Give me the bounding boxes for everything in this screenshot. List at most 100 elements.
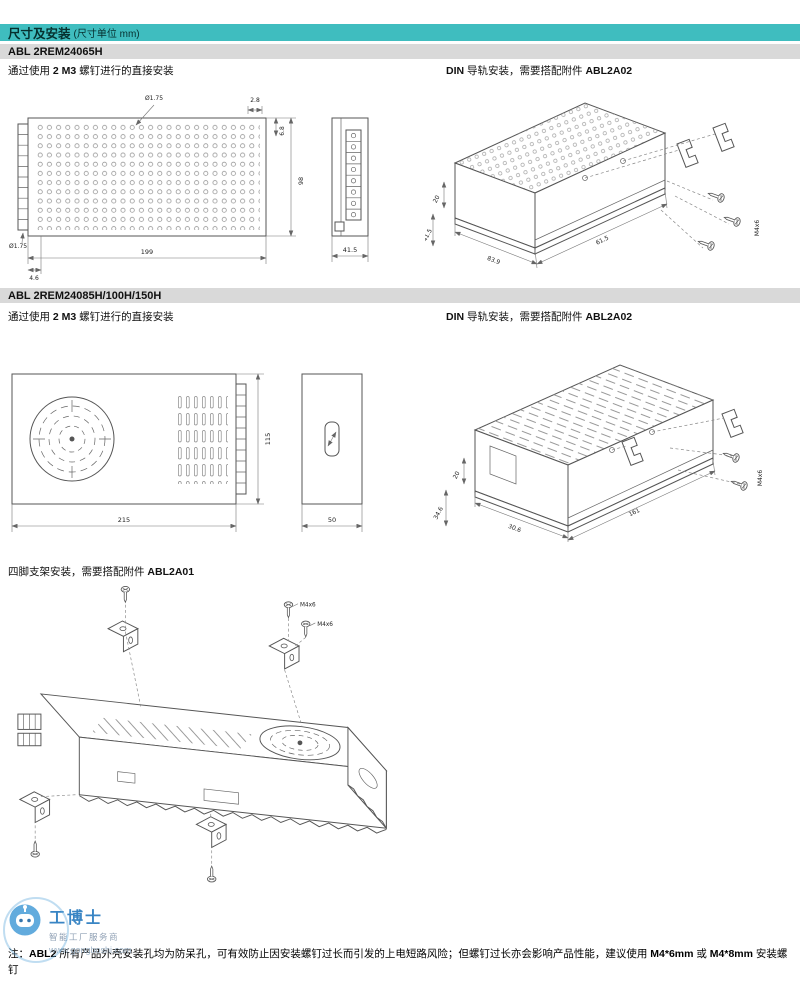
section1-front-view-drawing: 199 4.6 98 6.8 2.8 Ø1.75 Ø1.75 xyxy=(9,95,305,282)
dim-label: 20 xyxy=(452,470,462,480)
end-slot xyxy=(358,767,378,789)
screw-size-label: M4x6 xyxy=(317,622,333,628)
fan-grille xyxy=(259,725,341,761)
caption-bold: 2 M3 xyxy=(52,65,77,77)
page-title: 尺寸及安装 xyxy=(8,27,71,41)
dim-label: 41.5 xyxy=(425,228,434,243)
heatsink-fins-end xyxy=(347,784,387,829)
mounting-bracket xyxy=(19,791,51,823)
mount-hole xyxy=(609,447,615,453)
caption-bold: ABL2A02 xyxy=(585,311,633,323)
vent-slots-top xyxy=(91,717,252,749)
dim-depth-label: 41.5 xyxy=(343,246,357,254)
mount-hole xyxy=(649,429,655,435)
dimension-lines xyxy=(11,373,264,532)
watermark-url: www.gongboshi.com xyxy=(49,945,132,955)
section2-din-iso-drawing: 20 34.6 30.6 161 M4x6 xyxy=(432,364,764,542)
section1-din-mount-caption: DIN 导轨安装，需要搭配附件 ABL2A02 xyxy=(446,63,632,78)
mounting-bracket xyxy=(195,816,227,848)
dimension-lines xyxy=(331,236,369,262)
label-plate xyxy=(117,771,239,805)
note-bold: M4*8mm xyxy=(709,948,753,960)
dim-edge-label: 6.8 xyxy=(279,126,286,136)
dim-height-label: 115 xyxy=(264,433,272,445)
power-supply-iso xyxy=(473,364,715,533)
section1-side-view-drawing: 41.5 xyxy=(331,117,369,262)
caption-bold: ABL2A02 xyxy=(585,65,633,77)
dim-label: 34.6 xyxy=(432,506,445,521)
bracket-mount-iso-drawing: M4x6 M4x6 xyxy=(17,586,388,883)
caption-text: 通过使用 xyxy=(8,311,53,323)
watermark: 工博士 智能工厂服务商 www.gongboshi.com xyxy=(3,897,132,963)
watermark-tagline: 智能工厂服务商 xyxy=(49,932,120,942)
watermark-stamp-ring xyxy=(3,897,69,963)
screw-size-label: M4x6 xyxy=(757,470,764,487)
page-title-unit: (尺寸单位 mm) xyxy=(73,29,140,40)
caption-bold: DIN xyxy=(446,65,465,77)
heatsink-fins-front xyxy=(79,795,387,834)
caption-text: 螺钉进行的直接安装 xyxy=(76,65,174,77)
section2-direct-mount-caption: 通过使用 2 M3 螺钉进行的直接安装 xyxy=(8,309,174,324)
terminal-blocks xyxy=(345,129,362,221)
dim-pitch-label: 2.8 xyxy=(250,97,260,104)
dimension-lines xyxy=(20,104,296,274)
mount-slot xyxy=(324,421,340,457)
assembly-leader-lines xyxy=(34,604,306,864)
dimension-lines xyxy=(430,181,668,269)
dim-width-label: 215 xyxy=(118,516,130,524)
section1-din-iso-drawing: 20 41.5 83.9 61.5 M4x6 xyxy=(425,102,761,269)
vent-slots xyxy=(176,396,228,484)
footnote: 注：ABL2 所有产品外壳安装孔均为防呆孔，可有效防止因安装螺钉过长而引发的上电… xyxy=(8,946,794,979)
note-bold: M4*6mm xyxy=(650,948,694,960)
mount-hole xyxy=(620,158,626,164)
screw-size-label: M4x6 xyxy=(754,220,761,237)
caption-text: 螺钉进行的直接安装 xyxy=(76,311,174,323)
dim-width-label: 50 xyxy=(328,516,336,524)
end-outline xyxy=(301,373,363,505)
bracket-mount-caption: 四脚支架安装，需要搭配附件 ABL2A01 xyxy=(8,564,194,579)
mounting-screw xyxy=(283,601,294,619)
perforated-top xyxy=(455,103,665,193)
dim-hole-left-label: Ø1.75 xyxy=(9,243,27,250)
caption-bold: ABL2A01 xyxy=(147,566,195,578)
section1-direct-mount-caption: 通过使用 2 M3 螺钉进行的直接安装 xyxy=(8,63,174,78)
section2-title: ABL 2REM24085H/100H/150H xyxy=(8,289,162,302)
caption-text: 导轨安装，需要搭配附件 xyxy=(464,311,586,323)
dim-height-label: 98 xyxy=(297,177,305,185)
power-supply-iso xyxy=(453,102,667,255)
section2-din-mount-caption: DIN 导轨安装，需要搭配附件 ABL2A02 xyxy=(446,309,632,324)
caption-text: 四脚支架安装，需要搭配附件 xyxy=(8,566,148,578)
dim-label: 20 xyxy=(432,194,442,204)
note-text: 安装螺钉 xyxy=(8,948,788,977)
screw-size-label: M4x6 xyxy=(300,603,316,609)
mount-hole xyxy=(582,175,588,181)
mounting-screw xyxy=(30,840,40,858)
dim-label: 30.6 xyxy=(507,523,522,534)
assembly-leader-lines xyxy=(584,133,730,249)
caption-bold: 2 M3 xyxy=(52,311,77,323)
section2-title-bar: ABL 2REM24085H/100H/150H xyxy=(0,288,800,303)
mounting-screw xyxy=(120,586,131,603)
mounting-screws xyxy=(696,188,742,252)
dimension-lines xyxy=(301,504,363,532)
mounting-screw xyxy=(301,620,311,638)
caption-text: 导轨安装，需要搭配附件 xyxy=(464,65,586,77)
dim-hole-top-label: Ø1.75 xyxy=(145,95,163,102)
dim-label: 83.9 xyxy=(486,255,501,266)
bottom-detail xyxy=(334,221,345,232)
section1-title: ABL 2REM24065H xyxy=(8,45,103,58)
label-leaders xyxy=(292,603,316,627)
section1-title-bar: ABL 2REM24065H xyxy=(0,44,800,59)
slot-arrow xyxy=(327,431,337,447)
section2-front-view-drawing: 215 115 xyxy=(11,373,272,532)
mounting-screw xyxy=(207,865,217,883)
side-window xyxy=(489,445,517,485)
dim-offset-label: 4.6 xyxy=(29,275,39,282)
caption-bold: DIN xyxy=(446,311,465,323)
perforation-area xyxy=(34,124,260,230)
page-header-bar: 尺寸及安装 (尺寸单位 mm) xyxy=(0,24,800,41)
dimension-lines xyxy=(443,457,716,542)
din-clips xyxy=(676,122,735,168)
dim-width-label: 199 xyxy=(141,248,153,256)
section2-end-view-drawing: 50 xyxy=(301,373,363,532)
